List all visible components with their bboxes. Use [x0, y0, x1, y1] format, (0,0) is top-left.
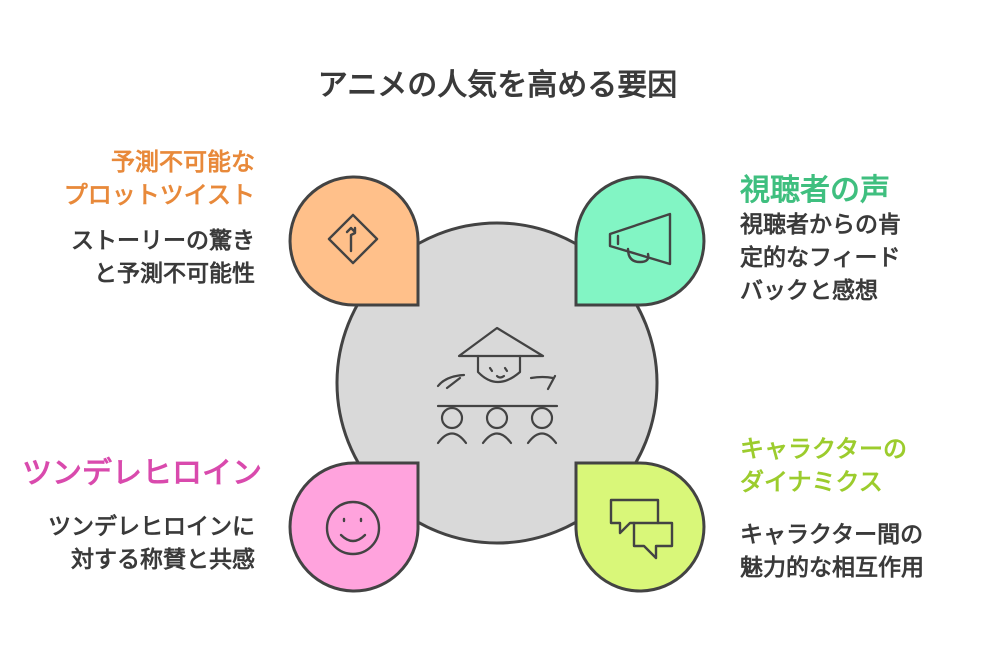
petal-viewer-voice [574, 175, 706, 307]
description-line: ツンデレヒロインに [48, 514, 255, 540]
description-line: バックと感想 [740, 278, 878, 304]
heading-line: プロットツイスト [63, 181, 255, 209]
heading-line: 視聴者の声 [740, 173, 890, 208]
chat-bubbles-icon [609, 498, 674, 560]
smiley-icon [325, 500, 381, 556]
petal-character-dynamics [574, 461, 706, 593]
heading-plot-twist: 予測不可能な プロットツイスト [64, 146, 255, 212]
description-line: 対する称賛と共感 [71, 547, 255, 573]
description-line: キャラクター間の [740, 522, 924, 548]
description-line: 視聴者からの肯 [740, 212, 901, 238]
page-title: アニメの人気を高める要因 [317, 68, 678, 103]
description-line: 魅力的な相互作用 [740, 555, 924, 581]
road-sign-icon [327, 213, 379, 265]
description-plot-twist: ストーリーの驚き と予測不可能性 [71, 225, 255, 291]
heading-line: 予測不可能な [111, 148, 255, 176]
description-viewer-voice: 視聴者からの肯 定的なフィード バックと感想 [740, 209, 901, 308]
heading-character-dynamics: キャラクターの ダイナミクス [740, 433, 907, 499]
description-character-dynamics: キャラクター間の 魅力的な相互作用 [740, 519, 924, 585]
petal-plot-twist [288, 175, 420, 307]
heading-tsundere: ツンデレヒロイン [22, 455, 262, 493]
heading-viewer-voice: 視聴者の声 [740, 172, 890, 210]
anime-fans-icon [436, 326, 559, 445]
heading-line: ダイナミクス [740, 468, 883, 496]
description-line: 定的なフィード [740, 245, 901, 271]
megaphone-icon [608, 212, 672, 266]
heading-line: ツンデレヒロイン [22, 456, 262, 491]
heading-line: キャラクターの [740, 435, 908, 463]
petal-tsundere [288, 461, 420, 593]
description-line: ストーリーの驚き [71, 228, 255, 254]
description-line: と予測不可能性 [94, 261, 255, 287]
description-tsundere: ツンデレヒロインに 対する称賛と共感 [48, 511, 255, 577]
